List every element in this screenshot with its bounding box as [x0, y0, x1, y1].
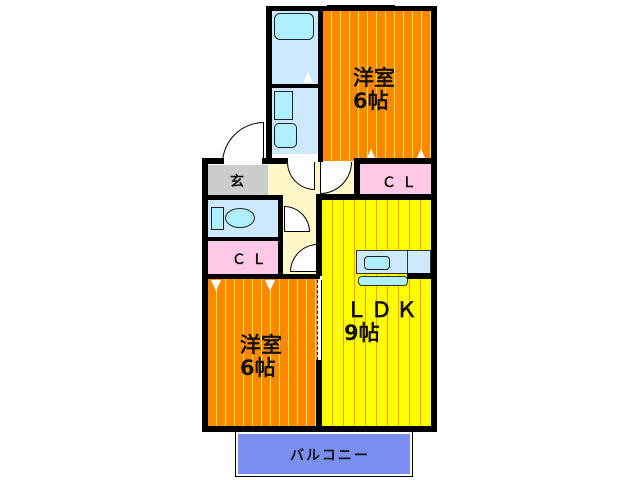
- washing-machine-icon: [274, 123, 297, 148]
- entrance: 玄: [208, 165, 268, 196]
- entrance-label: 玄: [230, 174, 244, 190]
- closet-north-door-marker-icon: [416, 149, 426, 160]
- wall: [262, 158, 288, 164]
- bedroom-south: 洋室 6帖: [208, 278, 318, 427]
- sliding-door-ldk[interactable]: [317, 280, 322, 360]
- balcony: バルコニー: [235, 431, 413, 477]
- wall: [354, 158, 437, 164]
- closet-west-door-marker-icon: [211, 280, 221, 291]
- wall: [202, 426, 437, 432]
- ldk-name: ＬＤＫ: [346, 298, 421, 322]
- closet-north-door-marker-icon: [366, 149, 376, 160]
- wall: [202, 274, 320, 279]
- closet-north-label: ＣＬ: [382, 175, 422, 191]
- wall: [316, 194, 322, 276]
- wall: [266, 84, 318, 88]
- closet-west-door-marker-icon: [265, 280, 275, 291]
- bath-door-marker-icon: [303, 72, 313, 83]
- bedroom-south-size: 6帖: [240, 356, 276, 380]
- wall: [431, 6, 437, 432]
- wall: [266, 6, 437, 11]
- wall: [202, 158, 208, 432]
- closet-west: ＣＬ: [208, 241, 281, 275]
- bathtub-icon: [274, 13, 314, 40]
- bedroom-north: 洋室 6帖: [323, 11, 431, 161]
- kitchen-wall: [407, 273, 433, 279]
- wall: [318, 6, 323, 162]
- balcony-label: バルコニー: [290, 448, 370, 464]
- wall: [354, 158, 360, 200]
- wall: [202, 237, 282, 241]
- wall: [202, 195, 282, 200]
- closet-north: ＣＬ: [360, 164, 431, 197]
- closet-west-label: ＣＬ: [232, 252, 272, 268]
- kitchen-front-bar: [358, 276, 408, 286]
- toilet-tank-icon: [211, 207, 224, 230]
- bedroom-north-size: 6帖: [353, 89, 389, 113]
- wall: [316, 194, 437, 200]
- bedroom-north-name: 洋室: [353, 66, 395, 90]
- wall: [316, 360, 322, 432]
- toilet-bowl-icon: [225, 208, 255, 228]
- wall: [202, 158, 224, 164]
- entrance-door[interactable]: [222, 122, 264, 164]
- bedroom-south-name: 洋室: [240, 333, 282, 357]
- sink-icon: [364, 256, 390, 270]
- kitchen-counter-divider: [407, 250, 408, 274]
- washbasin-icon: [274, 91, 293, 120]
- ldk: ＬＤＫ 9帖: [322, 200, 431, 427]
- ldk-size: 9帖: [344, 321, 380, 345]
